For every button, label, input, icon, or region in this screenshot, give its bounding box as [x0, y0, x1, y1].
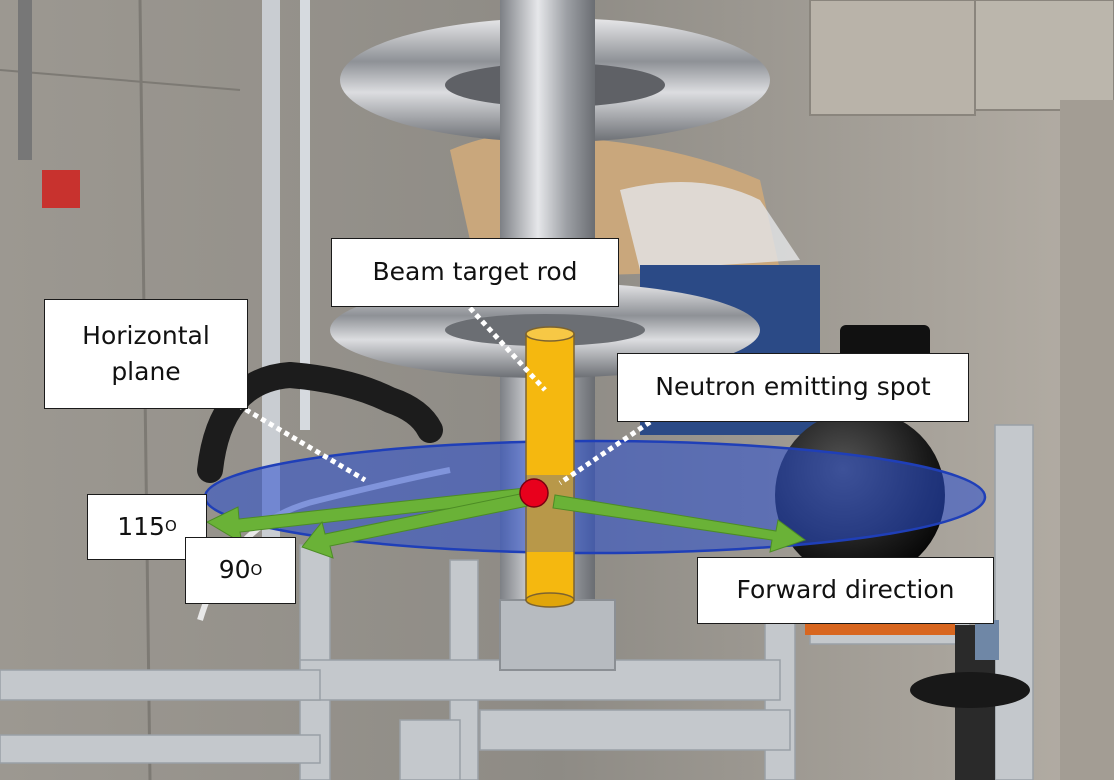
neutron-emitting-spot-label: Neutron emitting spot	[617, 353, 969, 422]
blue-pipe	[975, 620, 999, 660]
pipe	[18, 0, 32, 160]
rod-top	[525, 326, 575, 342]
wall-seam	[0, 69, 241, 91]
arrow-90	[301, 492, 529, 559]
beam-target-rod-label: Beam target rod	[331, 238, 619, 307]
wall-panel	[974, 0, 1114, 111]
direction-arrows	[205, 487, 807, 559]
degree-symbol-115: O	[164, 517, 177, 536]
neutron-spot	[519, 478, 549, 508]
wall-panel	[1060, 100, 1114, 780]
horizontal-plane-text-2: plane	[111, 357, 181, 386]
plastic-wrap	[620, 182, 800, 270]
degree-symbol-90: O	[250, 560, 263, 579]
red-wall-box	[42, 170, 80, 208]
forward-direction-text: Forward direction	[736, 575, 955, 605]
arrow-forward	[552, 494, 807, 553]
beam-target-rod-text: Beam target rod	[372, 257, 578, 287]
flange	[499, 599, 616, 671]
pipe	[300, 0, 310, 430]
black-disc	[910, 672, 1030, 708]
neutron-emitting-spot-text: Neutron emitting spot	[655, 372, 931, 402]
leader-lines	[236, 306, 652, 486]
aluminium-frame	[0, 424, 1034, 780]
pipe	[262, 0, 280, 560]
angle-90-text: 90	[218, 555, 251, 585]
wall-panel	[809, 0, 976, 116]
rod-bottom	[525, 592, 575, 608]
black-cable	[197, 361, 443, 483]
beam-target-rod	[525, 333, 575, 601]
angle-115-text: 115	[117, 511, 165, 541]
horizontal-plane-label: Horizontal plane	[44, 299, 248, 409]
horizontal-plane-text-1: Horizontal	[82, 320, 210, 350]
forward-direction-label: Forward direction	[697, 557, 994, 624]
